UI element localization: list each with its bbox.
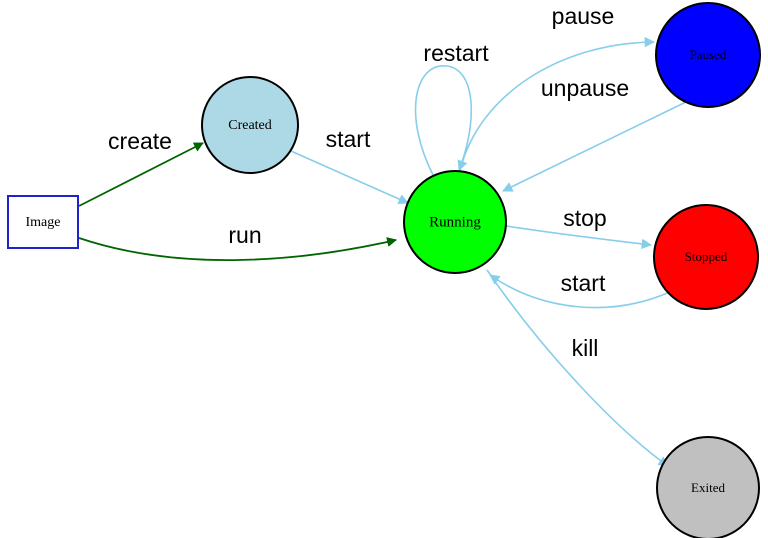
node-image[interactable]: Image (7, 195, 79, 249)
node-exited[interactable]: Exited (656, 436, 760, 538)
edge-unpause (502, 100, 689, 192)
edge-run (78, 237, 397, 261)
nodes-layer: Image Created Running Paused Stopped Exi (7, 2, 761, 538)
node-paused[interactable]: Paused (655, 2, 761, 108)
node-stopped-label: Stopped (685, 249, 728, 264)
edge-label-unpause: unpause (541, 75, 629, 101)
node-running[interactable]: Running (403, 170, 507, 274)
node-paused-label: Paused (690, 47, 727, 62)
node-paused-shape[interactable] (655, 2, 761, 108)
node-running-shape[interactable] (403, 170, 507, 274)
edge-stop (505, 225, 653, 250)
node-exited-shape[interactable] (656, 436, 760, 538)
edge-create (78, 142, 204, 207)
node-created[interactable]: Created (201, 76, 299, 174)
edge-label-start-created-running: start (326, 126, 371, 152)
node-stopped-shape[interactable] (653, 204, 759, 310)
edge-label-pause: pause (552, 3, 615, 29)
edge-label-start-stopped-running: start (561, 270, 606, 296)
edge-start-stopped-running (489, 274, 673, 309)
node-image-shape[interactable] (7, 195, 79, 249)
edge-restart-self-loop (414, 65, 473, 178)
node-exited-label: Exited (691, 480, 725, 495)
node-created-shape[interactable] (201, 76, 299, 174)
node-running-label: Running (429, 214, 481, 230)
edges-layer (78, 36, 689, 467)
edge-label-create: create (108, 128, 172, 154)
edge-labels-layer: create run start restart pause unpause s… (108, 3, 629, 361)
edge-label-stop: stop (563, 205, 606, 231)
node-image-label: Image (26, 215, 61, 230)
edge-label-restart: restart (423, 40, 489, 66)
edge-label-kill: kill (572, 335, 599, 361)
node-created-label: Created (228, 118, 272, 133)
node-stopped[interactable]: Stopped (653, 204, 759, 310)
edge-label-run: run (228, 222, 261, 248)
edge-start-created-running (290, 150, 409, 204)
edge-kill (486, 269, 669, 467)
edge-pause (459, 36, 656, 172)
